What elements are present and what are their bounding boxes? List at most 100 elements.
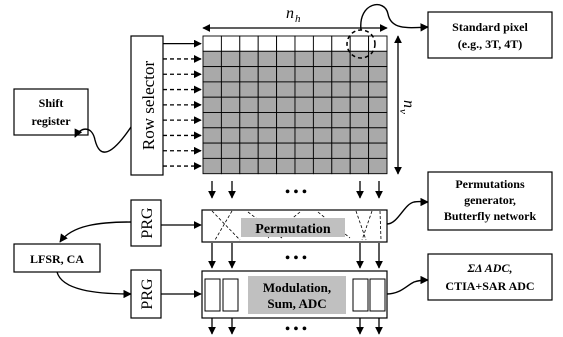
pixel-cell [312, 50, 333, 68]
modulation-block: Modulation, Sum, ADC [201, 270, 388, 319]
pixel-cell [220, 142, 241, 159]
row-selector-label: Row selector [139, 61, 158, 151]
pixel-cell [276, 96, 296, 113]
pixel-cell [276, 35, 296, 52]
pixel-cell [239, 157, 259, 175]
pixel-cell [220, 127, 241, 144]
shift-register-line2: register [31, 114, 71, 128]
pixel-cell [294, 96, 314, 113]
pixel-cell [257, 35, 278, 52]
pixel-cell [368, 96, 388, 113]
pixel-cell [257, 142, 278, 159]
pixel-cell [331, 96, 351, 113]
pixel-cell [368, 112, 388, 129]
pixel-cell [220, 35, 241, 52]
pixel-cell [239, 127, 259, 144]
permutation-connector [386, 197, 429, 225]
lfsr-to-prg-top [59, 221, 132, 243]
prg-bottom-label: PRG [139, 278, 156, 310]
pixel-cell [294, 81, 314, 98]
pixel-cell [331, 81, 351, 98]
prg-bottom-block: PRG [130, 269, 162, 319]
pixel-cell [368, 127, 388, 144]
pixel-cell [239, 35, 259, 52]
pixel-cell [349, 142, 370, 159]
pixel-cell [349, 96, 370, 113]
standard-pixel-line2: (e.g., 3T, 4T) [458, 37, 522, 51]
pixel-cell [239, 81, 259, 98]
ellipsis-bottom: • • • [285, 322, 307, 337]
pixel-cell [276, 66, 296, 83]
pixel-cell [202, 127, 222, 144]
pixel-cell [276, 50, 296, 68]
pixel-cell [257, 157, 278, 175]
pixel-cell [257, 50, 278, 68]
perm-generator-line1: Permutations [455, 177, 525, 191]
pixel-cell [331, 142, 351, 159]
pixel-cell [220, 96, 241, 113]
permutations-generator-box: Permutations generator, Butterfly networ… [427, 171, 553, 231]
pixel-cell [294, 35, 314, 52]
shift-register-line1: Shift [39, 96, 64, 110]
pixel-cell [312, 112, 333, 129]
pixel-cell [368, 142, 388, 159]
row-selector-block: Row selector [130, 35, 164, 176]
pixel-cell [294, 66, 314, 83]
pixel-cell [202, 35, 222, 52]
shift-register-box: Shift register [13, 88, 89, 136]
perm-generator-line3: Butterfly network [444, 209, 537, 223]
pixel-cell [312, 66, 333, 83]
pixel-cell [368, 81, 388, 98]
standard-pixel-box: Standard pixel (e.g., 3T, 4T) [427, 11, 553, 59]
pixel-cell [257, 112, 278, 129]
pixel-cell [220, 50, 241, 68]
pixel-cell [331, 66, 351, 83]
pixel-cell [349, 66, 370, 83]
pixel-cell [220, 81, 241, 98]
pixel-cell [294, 112, 314, 129]
pixel-cell [368, 157, 388, 175]
pixel-cell [312, 127, 333, 144]
adc-line1: ΣΔ ADC, [467, 261, 513, 275]
pixel-cell [239, 112, 259, 129]
pixel-cell [202, 112, 222, 129]
pixel-cell [276, 142, 296, 159]
pixel-cell [257, 127, 278, 144]
pixel-cell [312, 35, 333, 52]
pixel-cell [349, 112, 370, 129]
ellipsis-middle: • • • [285, 251, 307, 266]
pixel-cell [220, 157, 241, 175]
modulation-line2: Sum, ADC [267, 296, 326, 311]
adc-line2: CTIA+SAR ADC [445, 279, 534, 293]
pixel-array [202, 35, 388, 175]
permutation-label: Permutation [255, 222, 331, 237]
pixel-cell [202, 66, 222, 83]
width-label: n [286, 5, 294, 22]
lfsr-label: LFSR, CA [30, 252, 84, 266]
column-arrows-middle: • • • [208, 243, 383, 269]
width-subscript: h [295, 13, 301, 25]
lfsr-to-prg-bottom [56, 271, 132, 299]
pixel-cell [312, 142, 333, 159]
pixel-cell [331, 157, 351, 175]
pixel-cell [220, 112, 241, 129]
pixel-cell [368, 35, 388, 52]
prg-top-block: PRG [130, 199, 162, 247]
pixel-callout-connector [360, 4, 429, 32]
standard-pixel-line1: Standard pixel [452, 20, 528, 34]
pixel-cell [294, 157, 314, 175]
pixel-cell [239, 66, 259, 83]
height-dimension: n v [394, 35, 417, 175]
pixel-cell [331, 112, 351, 129]
pixel-cell [276, 157, 296, 175]
width-dimension: n h [202, 5, 388, 32]
pixel-cell [239, 96, 259, 113]
pixel-cell [312, 96, 333, 113]
pixel-cell [239, 50, 259, 68]
shift-register-connector [74, 126, 132, 153]
pixel-cell [202, 81, 222, 98]
pixel-cell [276, 81, 296, 98]
column-arrows-top: • • • [208, 181, 383, 200]
pixel-cell [349, 127, 370, 144]
ellipsis-top: • • • [285, 185, 307, 200]
